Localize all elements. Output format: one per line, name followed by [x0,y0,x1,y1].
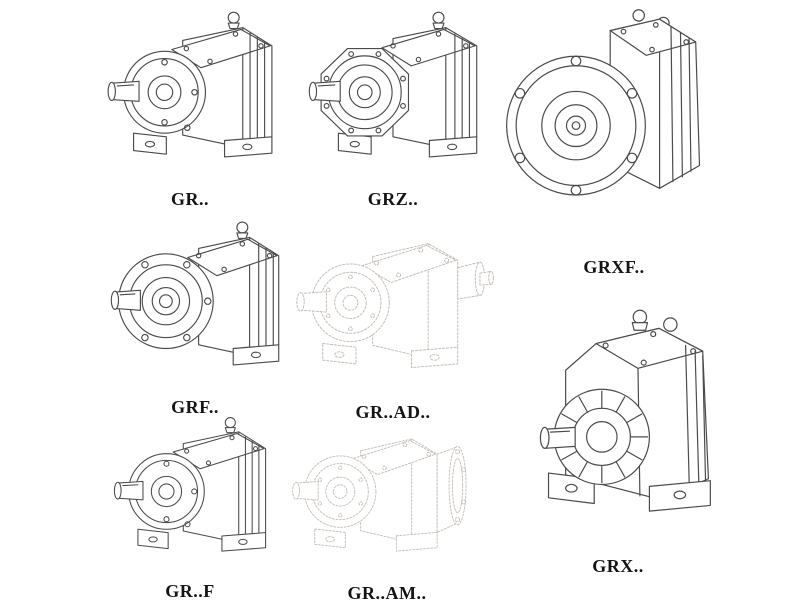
model-figure-grz: GRZ.. [298,4,488,210]
gearbox-drawing-grz [302,4,484,186]
model-label-grxf: GRXF.. [583,257,645,277]
model-label-gr: GR.. [171,189,209,209]
model-figure-gr-f: GR..F [95,410,285,600]
model-figure-gr: GR.. [95,4,285,210]
model-label-gr-f: GR..F [165,581,215,600]
model-figure-grxf: GRXF.. [498,2,730,278]
model-label-grf: GRF.. [171,397,219,417]
model-label-grz: GRZ.. [367,189,419,209]
gearbox-drawing-grxf [500,2,728,254]
gearbox-drawing-gr-ad [291,214,495,399]
model-label-gr-ad: GR..AD.. [355,402,431,422]
model-figure-gr-ad: GR..AD.. [288,214,498,423]
gearbox-drawing-grf [104,212,286,394]
model-label-gr-am: GR..AM.. [347,583,427,600]
gearbox-drawing-grx [499,296,737,553]
gearbox-drawing-gr-f [106,410,274,578]
model-figure-grf: GRF.. [100,212,290,418]
model-figure-grx: GRX.. [497,296,739,577]
model-label-grx: GRX.. [592,556,644,576]
gearbox-drawing-gr-am [289,410,485,580]
gearbox-drawing-gr [99,4,281,186]
model-figure-gr-am: GR..AM.. [286,410,488,600]
